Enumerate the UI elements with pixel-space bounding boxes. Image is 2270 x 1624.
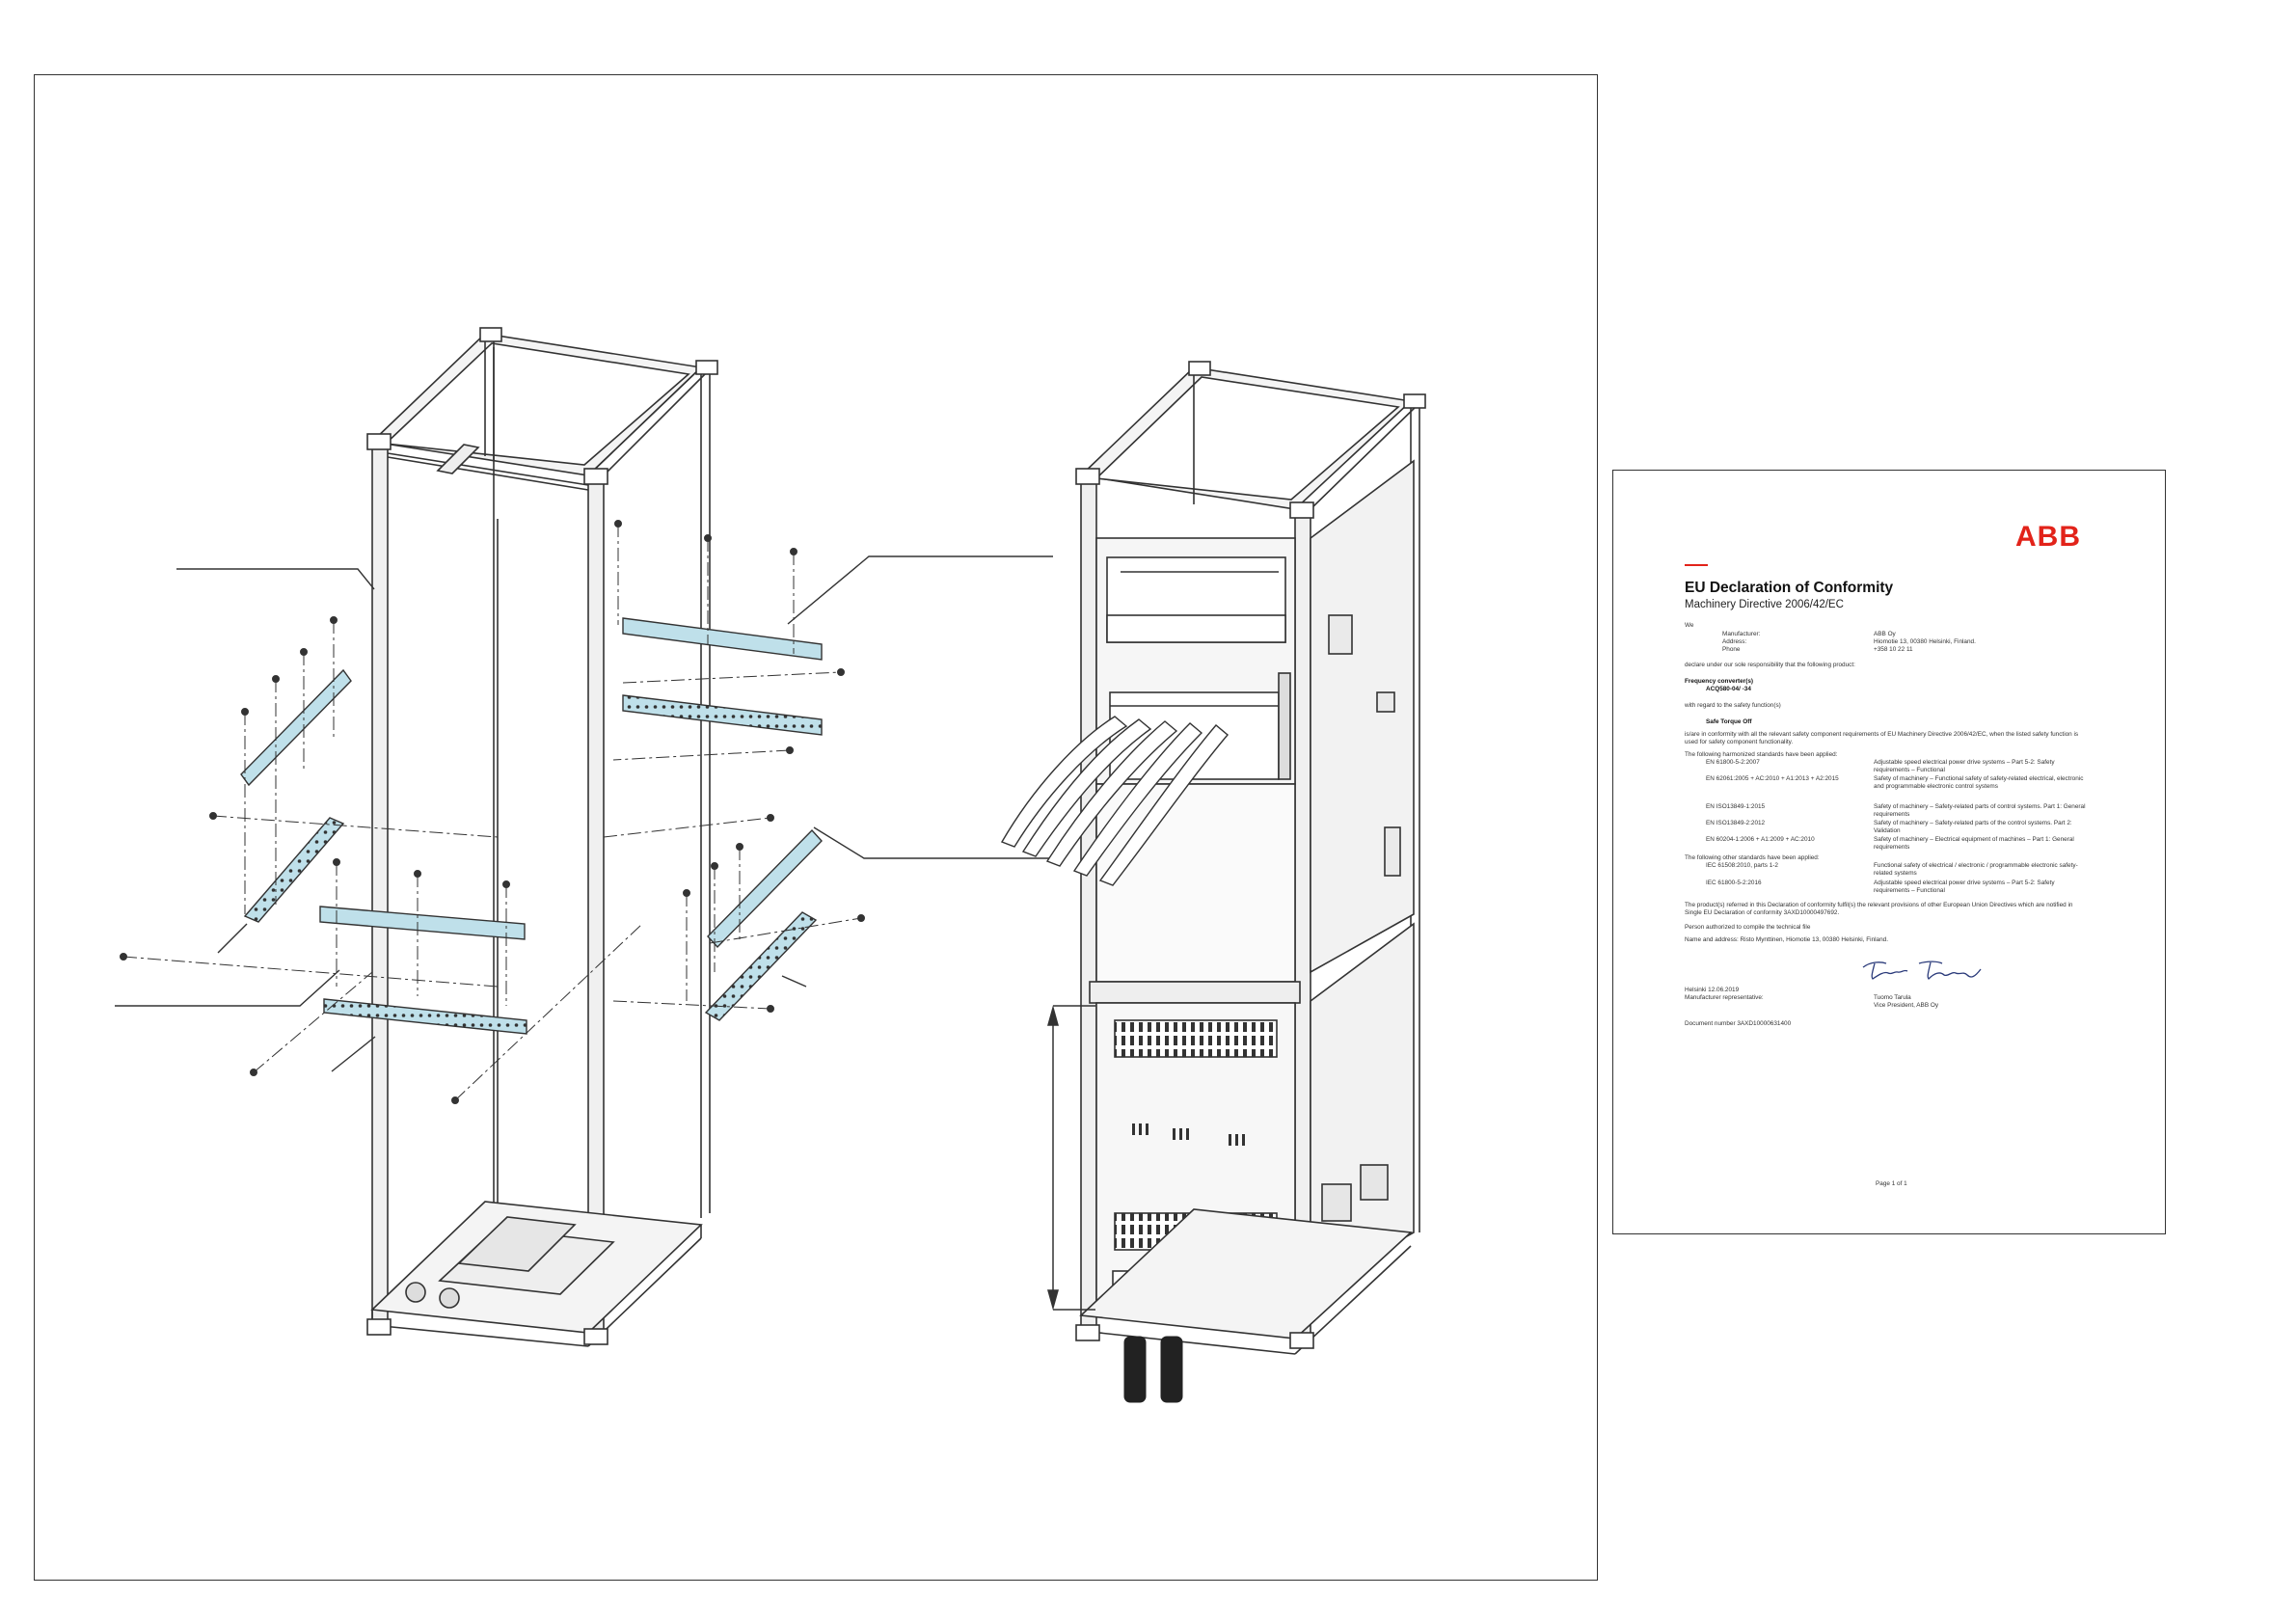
manufacturer-value: ABB Oy — [1874, 631, 1896, 637]
std-desc: Safety of machinery – Safety-related par… — [1874, 803, 2086, 819]
std-item: EN 61800-5-2:2007 — [1706, 759, 1760, 766]
phone-label: Phone — [1722, 646, 1741, 653]
harmonized-heading: The following harmonized standards have … — [1685, 751, 1838, 758]
eu-declaration-document: ABB EU Declaration of Conformity Machine… — [1612, 470, 2166, 1234]
std-desc: Functional safety of electrical / electr… — [1874, 862, 2078, 878]
regard-text: with regard to the safety function(s) — [1685, 702, 1781, 709]
conformity-text: is/are in conformity with all the releva… — [1685, 731, 2079, 746]
fulfils-text: The product(s) referred in this Declarat… — [1685, 902, 2073, 917]
power-cables — [1000, 716, 1229, 886]
signer-title: Vice President, ABB Oy — [1874, 1002, 1939, 1009]
phone-value: +358 10 22 11 — [1874, 646, 1913, 653]
std-item: EN ISO13849-1:2015 — [1706, 803, 1766, 810]
we-label: We — [1685, 622, 1694, 629]
drawing-frame — [34, 74, 1598, 1581]
safety-function: Safe Torque Off — [1706, 718, 1752, 725]
product-heading: Frequency converter(s) — [1685, 678, 1754, 685]
std-item: EN ISO13849-2:2012 — [1706, 820, 1766, 826]
std-desc: Safety of machinery – Functional safety … — [1874, 775, 2084, 791]
std-item: IEC 61508:2010, parts 1-2 — [1706, 862, 1778, 869]
other-heading: The following other standards have been … — [1685, 854, 1820, 861]
std-desc: Adjustable speed electrical power drive … — [1874, 759, 2055, 774]
address-value: Hiomotie 13, 00380 Helsinki, Finland. — [1874, 638, 1976, 645]
accent-bar — [1685, 564, 1708, 566]
doc-number: Document number 3AXD10000631400 — [1685, 1020, 1792, 1027]
mounting-brackets-left — [240, 617, 823, 1035]
cable-glands — [1123, 1336, 1183, 1403]
doc-title: EU Declaration of Conformity — [1685, 580, 1894, 596]
std-desc: Safety of machinery – Safety-related par… — [1874, 820, 2072, 835]
installed-drive-cabinet — [1075, 361, 1426, 1355]
page-number: Page 1 of 1 — [1876, 1180, 1907, 1187]
std-desc: Adjustable speed electrical power drive … — [1874, 880, 2055, 895]
product-name: ACQ580-04/ -34 — [1706, 686, 1751, 692]
rep-label: Manufacturer representative: — [1685, 994, 1764, 1001]
std-item: EN 60204-1:2006 + A1:2009 + AC:2010 — [1706, 836, 1815, 843]
place-date: Helsinki 12.06.2019 — [1685, 987, 1740, 993]
std-item: IEC 61800-5-2:2016 — [1706, 880, 1762, 886]
empty-cabinet-frame — [366, 327, 718, 1347]
address-label: Address: — [1722, 638, 1747, 645]
signer-name: Tuomo Tarula — [1874, 994, 1911, 1001]
height-dimension — [1047, 1005, 1095, 1311]
authorized-text: Person authorized to compile the technic… — [1685, 924, 1811, 931]
signature — [1862, 961, 1982, 980]
name-address: Name and address: Risto Mynttinen, Hiomo… — [1685, 936, 1888, 943]
doc-subtitle: Machinery Directive 2006/42/EC — [1685, 599, 1844, 610]
std-desc: Safety of machinery – Electrical equipme… — [1874, 836, 2074, 852]
assembly-lines — [122, 524, 862, 1101]
abb-logo: ABB — [2015, 521, 2081, 553]
cabinet-installation-drawing — [115, 327, 1426, 1403]
declare-text: declare under our sole responsibility th… — [1685, 662, 1855, 668]
leader-lines — [115, 555, 1053, 1072]
std-item: EN 62061:2005 + AC:2010 + A1:2013 + A2:2… — [1706, 775, 1839, 782]
vent-slots — [1132, 1123, 1245, 1146]
manufacturer-label: Manufacturer: — [1722, 631, 1761, 637]
